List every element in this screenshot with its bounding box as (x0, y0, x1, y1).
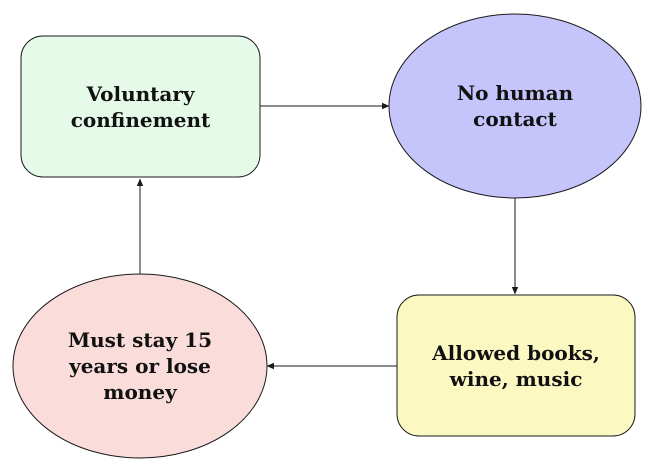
node-label-allowed-books-wine-music: Allowed books, wine, music (432, 340, 600, 391)
node-voluntary-confinement-box (20, 35, 261, 178)
node-label-voluntary-confinement: Voluntary confinement (70, 81, 211, 132)
node-allowed-books-box (396, 294, 636, 437)
node-label-must-stay-15-years: Must stay 15 years or lose money (67, 328, 212, 404)
node-label-no-human-contact: No human contact (456, 81, 574, 131)
node-must-stay-ellipse (12, 273, 268, 459)
node-no-human-contact-ellipse (388, 13, 642, 199)
